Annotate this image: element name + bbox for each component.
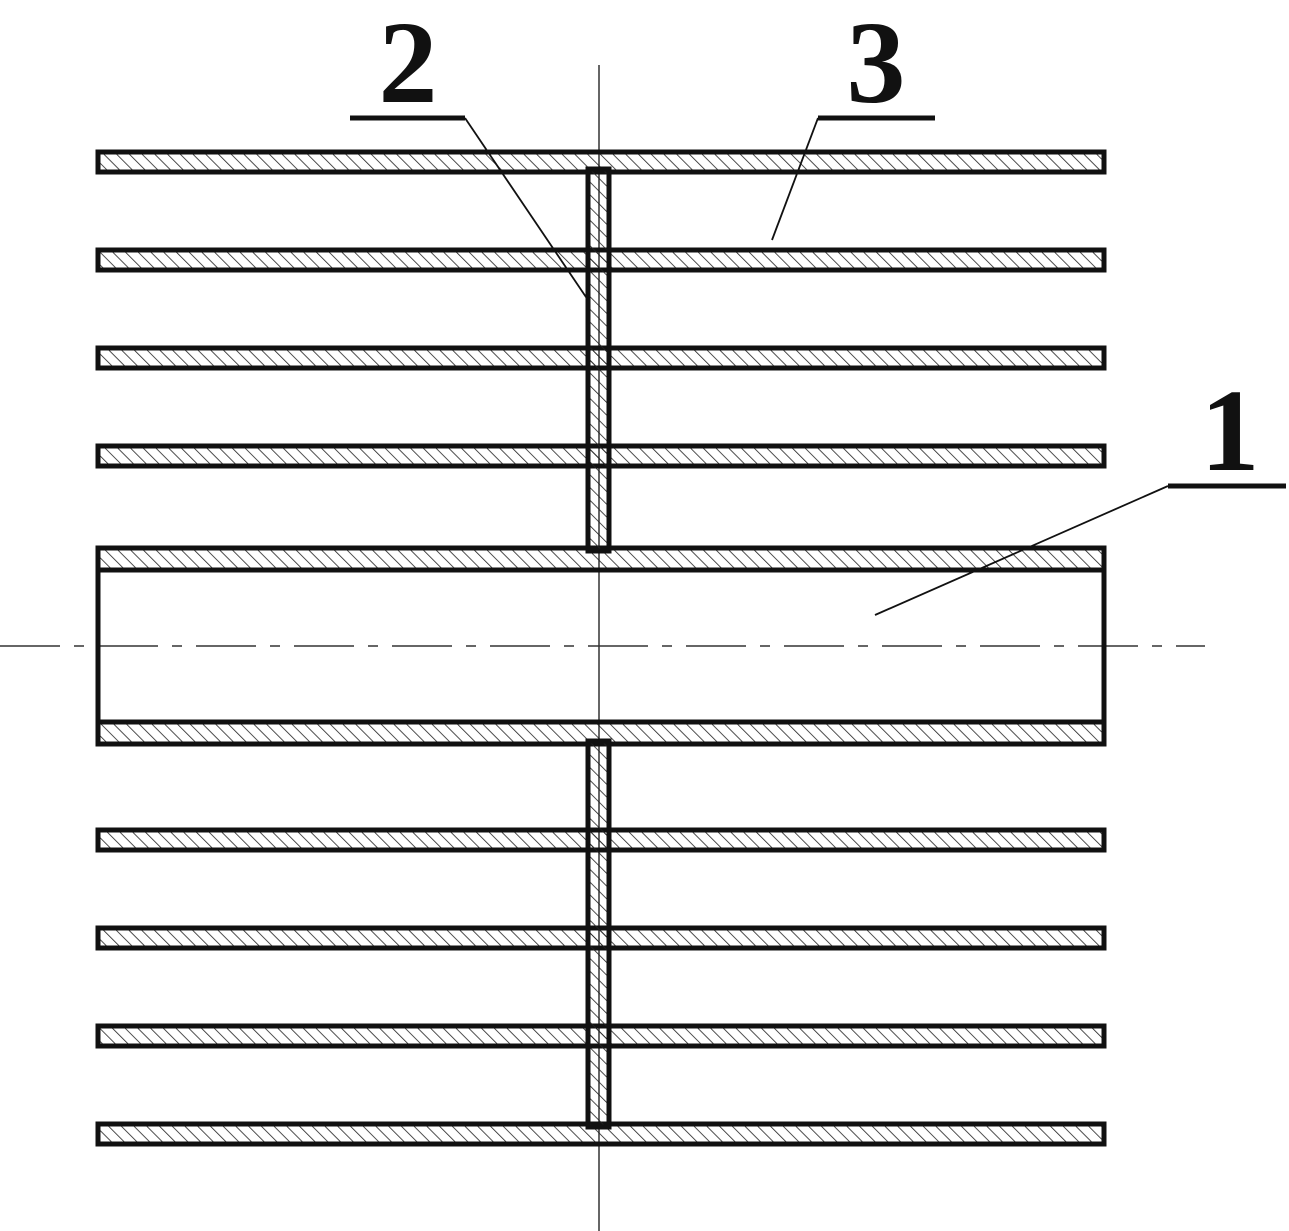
leader-line-2-pointer: [464, 117, 589, 301]
leader-line-3-pointer: [771, 117, 819, 241]
leader-lines: [350, 115, 1286, 616]
central-tube: [95, 545, 1107, 747]
web-lower: [585, 738, 612, 1130]
callout-2: 2: [379, 0, 438, 128]
callout-1: 1: [1201, 365, 1260, 496]
web-upper: [585, 166, 612, 554]
leader-line-1-pointer: [874, 485, 1169, 616]
vertical-web: [585, 166, 612, 1130]
callout-3: 3: [847, 0, 906, 128]
